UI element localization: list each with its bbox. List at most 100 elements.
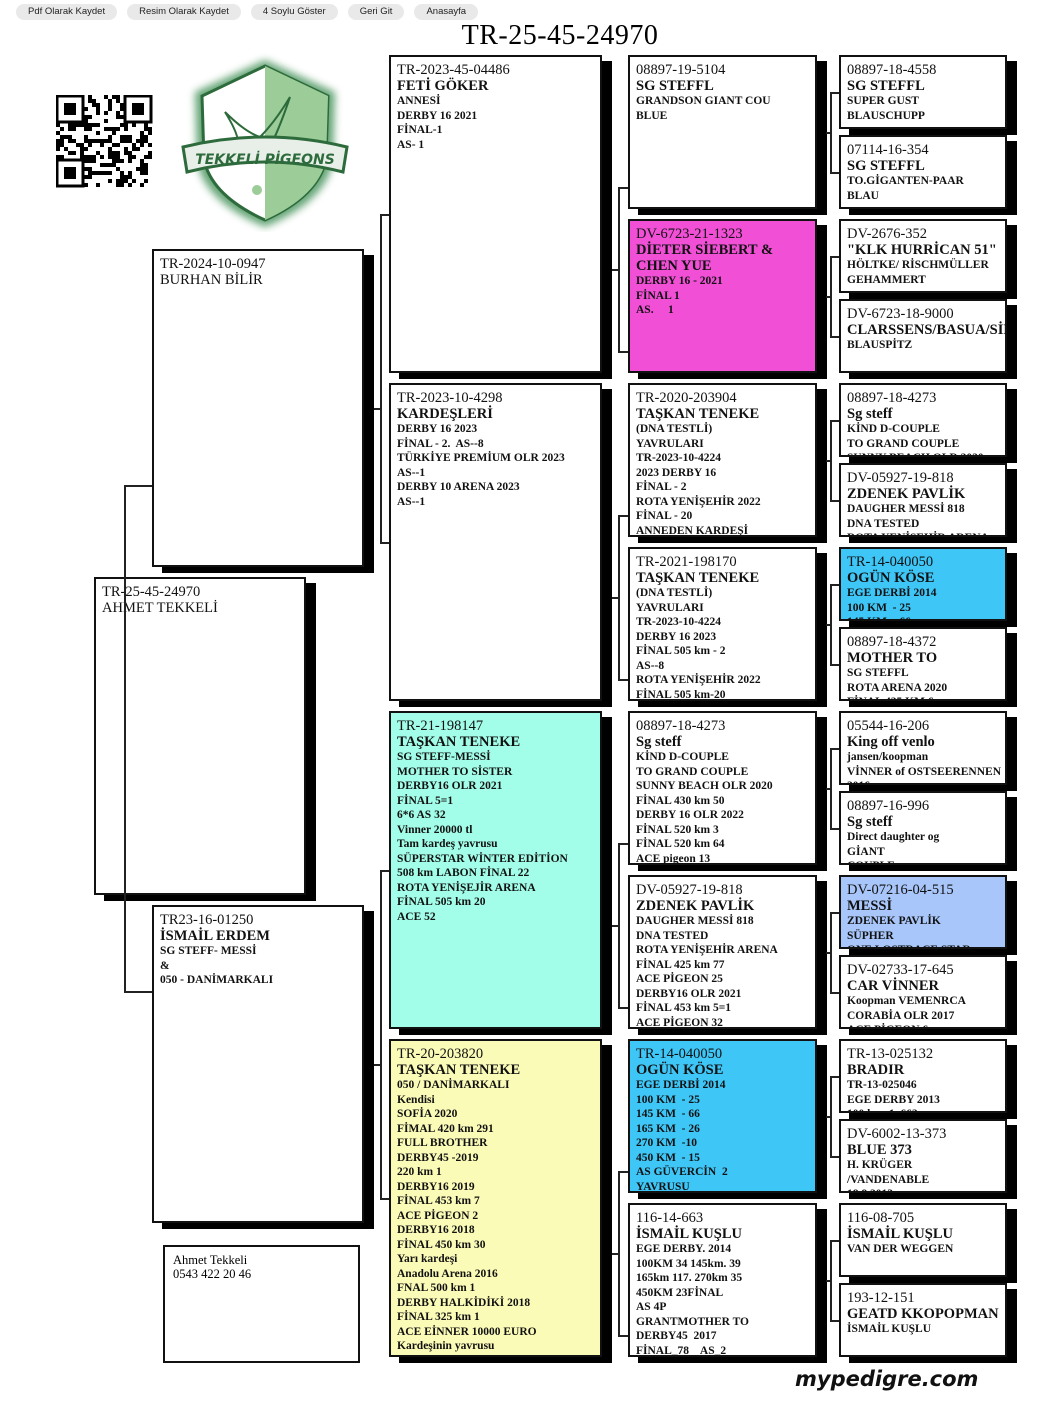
- detail-line: &: [160, 959, 170, 972]
- detail-line: FİNAL - 2. AS--8: [397, 437, 484, 450]
- connector-line: [826, 952, 830, 954]
- detail-line: ROTA YENİŞEHİR 2022: [636, 674, 761, 686]
- detail-line: FİNAL 5=1: [397, 794, 454, 807]
- detail-line: FİNAL 1: [636, 289, 680, 302]
- breeder-name: OGÜN KÖSE: [847, 570, 935, 586]
- connector-line: [830, 92, 839, 94]
- detail-line: BLUE: [636, 109, 668, 122]
- breeder-name: ZDENEK PAVLİK: [636, 898, 755, 914]
- detail-line: TR-13-025046: [847, 1079, 917, 1091]
- detail-line: 050 / DANİMARKALI: [397, 1079, 510, 1091]
- breeder-name: FETİ GÖKER: [397, 78, 489, 94]
- ring-number: TR-2023-10-4298: [397, 390, 503, 406]
- detail-line: BLAUSPİTZ: [847, 339, 913, 351]
- tekkeli-pigeons-logo: TEKKELİ PİGEONS: [181, 60, 349, 227]
- ring-number: 08897-18-4372: [847, 634, 937, 650]
- home-button[interactable]: Anasayfa: [414, 4, 479, 20]
- ring-number: TR-25-45-24970: [102, 584, 201, 600]
- detail-line: GRANTMOTHER TO: [636, 1315, 749, 1328]
- detail-line: 100 KM - 25: [636, 1093, 700, 1106]
- connector-line: [830, 664, 839, 666]
- detail-line: FİNAL-1: [397, 124, 443, 136]
- detail-line: EGE DERBY 2013: [847, 1093, 940, 1106]
- detail-line: FİNAL 520 km 3: [636, 823, 719, 836]
- detail-line: DERBY 16 2023: [636, 630, 717, 643]
- pdf-save-button[interactable]: Pdf Olarak Kaydet: [16, 4, 118, 20]
- back-button[interactable]: Geri Git: [347, 4, 405, 20]
- connector-line: [830, 828, 839, 830]
- breeder-name: TAŞKAN TENEKE: [636, 406, 760, 422]
- detail-line: 165km 117. 270km 35: [636, 1272, 743, 1284]
- detail-line: SUNNY BEACH OLR 2020: [847, 451, 999, 455]
- detail-line: FİNAL 325 km 1: [397, 1311, 480, 1323]
- ring-number: TR-2023-45-04486: [397, 62, 510, 78]
- show-4-generations-button[interactable]: 4 Soylu Göster: [250, 4, 338, 20]
- detail-line: SÜPHER: [847, 929, 894, 942]
- svg-text:TEKKELİ PİGEONS: TEKKELİ PİGEONS: [195, 151, 335, 168]
- connector-line: [826, 460, 830, 462]
- connector-line: [830, 420, 839, 422]
- detail-line: DERBY16 2018: [397, 1224, 475, 1236]
- contact-phone: 0543 422 20 46: [173, 1267, 252, 1281]
- connector-line: [618, 1007, 628, 1009]
- detail-line: GEHAMMERT: [847, 273, 926, 286]
- detail-line: 165 KM - 26: [636, 1122, 700, 1135]
- breeder-name: SG STEFFL: [636, 78, 714, 94]
- detail-line: YAVRULARI: [636, 437, 704, 450]
- detail-line: DERBY 10 ARENA 2023: [397, 481, 520, 493]
- ring-number: TR23-16-01250: [160, 912, 254, 928]
- connector-line: [830, 1156, 839, 1158]
- breeder-name: BLUE 373: [847, 1142, 912, 1158]
- site-watermark[interactable]: mypedigre.com: [795, 1367, 979, 1391]
- detail-line: AS--1: [397, 466, 426, 479]
- detail-line: AS. 1: [636, 304, 674, 316]
- breeder-name: Sg steff: [847, 406, 893, 422]
- pedigree-title: TR-25-45-24970: [461, 20, 659, 51]
- qr-code-icon: [56, 95, 153, 188]
- connector-line: [612, 1253, 618, 1255]
- image-save-button[interactable]: Resim Olarak Kaydet: [127, 4, 241, 20]
- gen4-pigeon-card[interactable]: DV-6723-18-9000CLARSSENS/BASUA/SİEBEBLAU…: [839, 299, 1007, 373]
- connector-line: [124, 485, 126, 993]
- detail-line: TR-2023-10-4224: [636, 616, 721, 628]
- detail-line: Anadolu Arena 2016: [397, 1267, 498, 1280]
- detail-line: TO GRAND COUPLE: [847, 437, 960, 450]
- connector-line: [830, 92, 832, 172]
- ring-number: 08897-18-4273: [847, 390, 937, 406]
- gen4-pigeon-card[interactable]: DV-2676-352"KLK HURRİCAN 51"HÖLTKE/ RİSC…: [839, 219, 1007, 293]
- detail-line: 145 KM - 66: [847, 615, 999, 619]
- detail-line: ROTA YENİŞEHİR ARENA: [636, 944, 778, 956]
- connector-line: [618, 1171, 620, 1335]
- breeder-name: İSMAİL KUŞLU: [636, 1226, 742, 1242]
- detail-line: SÜPERSTAR WİNTER EDİTİON: [397, 852, 568, 865]
